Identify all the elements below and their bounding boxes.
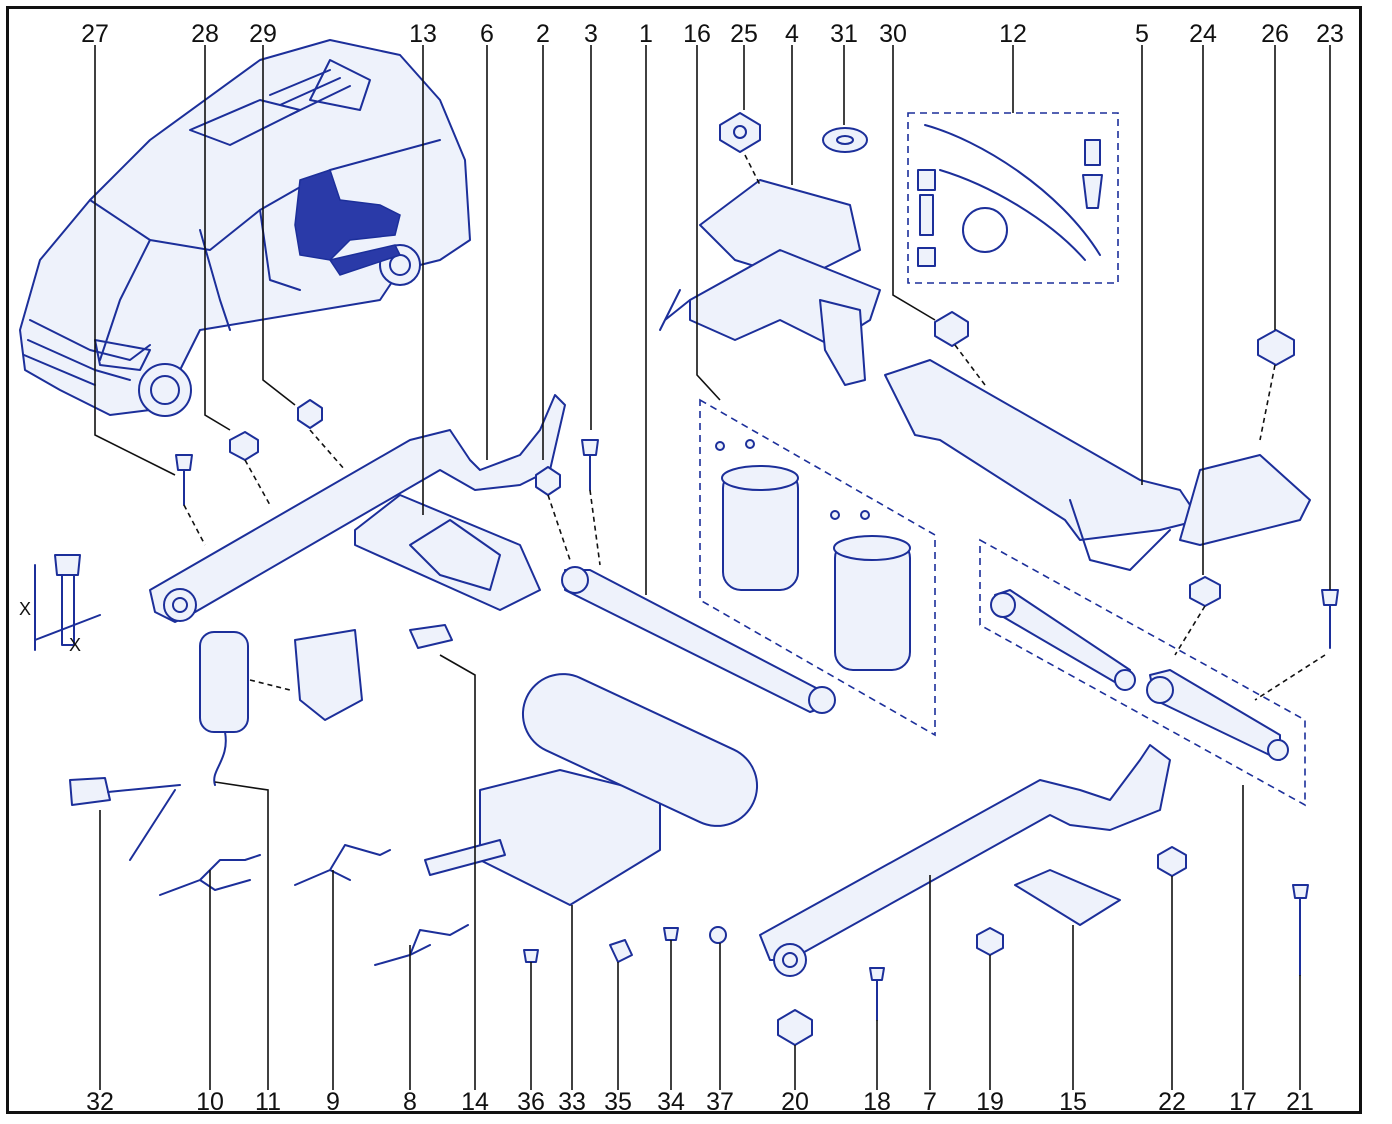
bottom-callout: 15	[1059, 1088, 1087, 1116]
top-callout: 16	[683, 20, 711, 48]
bottom-callout: 18	[863, 1088, 891, 1116]
bottom-callout: 32	[86, 1088, 114, 1116]
top-callout: 24	[1189, 20, 1217, 48]
bottom-callout: 11	[255, 1088, 281, 1116]
dimension-bolt	[34, 554, 101, 651]
airline-kit	[907, 112, 1119, 284]
bottom-callout: 35	[604, 1088, 632, 1116]
top-callout: 6	[480, 20, 494, 48]
bottom-callout: 9	[326, 1088, 340, 1116]
bottom-callout: 21	[1286, 1088, 1314, 1116]
leader-lines-bottom	[99, 654, 1301, 1090]
fasteners-upper	[719, 112, 1295, 441]
height-sensor	[69, 777, 181, 861]
bottom-callout: 36	[517, 1088, 545, 1116]
top-callout: 29	[249, 20, 277, 48]
bottom-callout: 8	[403, 1088, 417, 1116]
fasteners-bottom	[523, 846, 1309, 1046]
bottom-callout: 34	[657, 1088, 685, 1116]
diagram-frame	[6, 6, 1362, 1114]
top-callout: 13	[409, 20, 437, 48]
mounting-bracket	[354, 494, 541, 611]
bottom-callout: 33	[558, 1088, 586, 1116]
bottom-callout: 37	[706, 1088, 734, 1116]
top-callout: 12	[999, 20, 1027, 48]
top-callout: 27	[81, 20, 109, 48]
dimension-label-x-horizontal: X	[68, 635, 82, 655]
bottom-callout: 22	[1158, 1088, 1186, 1116]
bottom-callout: 14	[461, 1088, 489, 1116]
remote-controller	[199, 629, 363, 786]
crossmember-bracket	[659, 179, 881, 386]
wire-harnesses	[159, 844, 469, 966]
bottom-callout: 19	[976, 1088, 1004, 1116]
top-callout: 28	[191, 20, 219, 48]
bottom-callout: 17	[1229, 1088, 1257, 1116]
rear-crossmember	[884, 359, 1311, 571]
top-callout: 23	[1316, 20, 1344, 48]
top-callout: 25	[730, 20, 758, 48]
van-illustration	[19, 39, 471, 417]
top-callout: 2	[536, 20, 550, 48]
top-callout: 30	[879, 20, 907, 48]
leader-lines-top	[94, 45, 1331, 595]
bottom-callout: 10	[196, 1088, 224, 1116]
shock-absorbers	[979, 538, 1339, 807]
compressor-unit	[409, 624, 759, 906]
fasteners-top	[175, 399, 601, 566]
leaf-spring-right	[759, 744, 1171, 977]
leaf-spring-left	[149, 394, 566, 623]
panhard-rod	[561, 566, 836, 714]
top-callout: 4	[785, 20, 799, 48]
mounting-plate	[1014, 869, 1121, 926]
top-callout: 3	[584, 20, 598, 48]
top-callout: 26	[1261, 20, 1289, 48]
top-callout: 31	[830, 20, 858, 48]
dimension-label-x-vertical: X	[18, 599, 32, 619]
top-callout: 1	[639, 20, 653, 48]
bottom-callout: 20	[781, 1088, 809, 1116]
top-callout: 5	[1135, 20, 1149, 48]
air-springs	[699, 398, 936, 737]
bottom-callout: 7	[923, 1088, 937, 1116]
